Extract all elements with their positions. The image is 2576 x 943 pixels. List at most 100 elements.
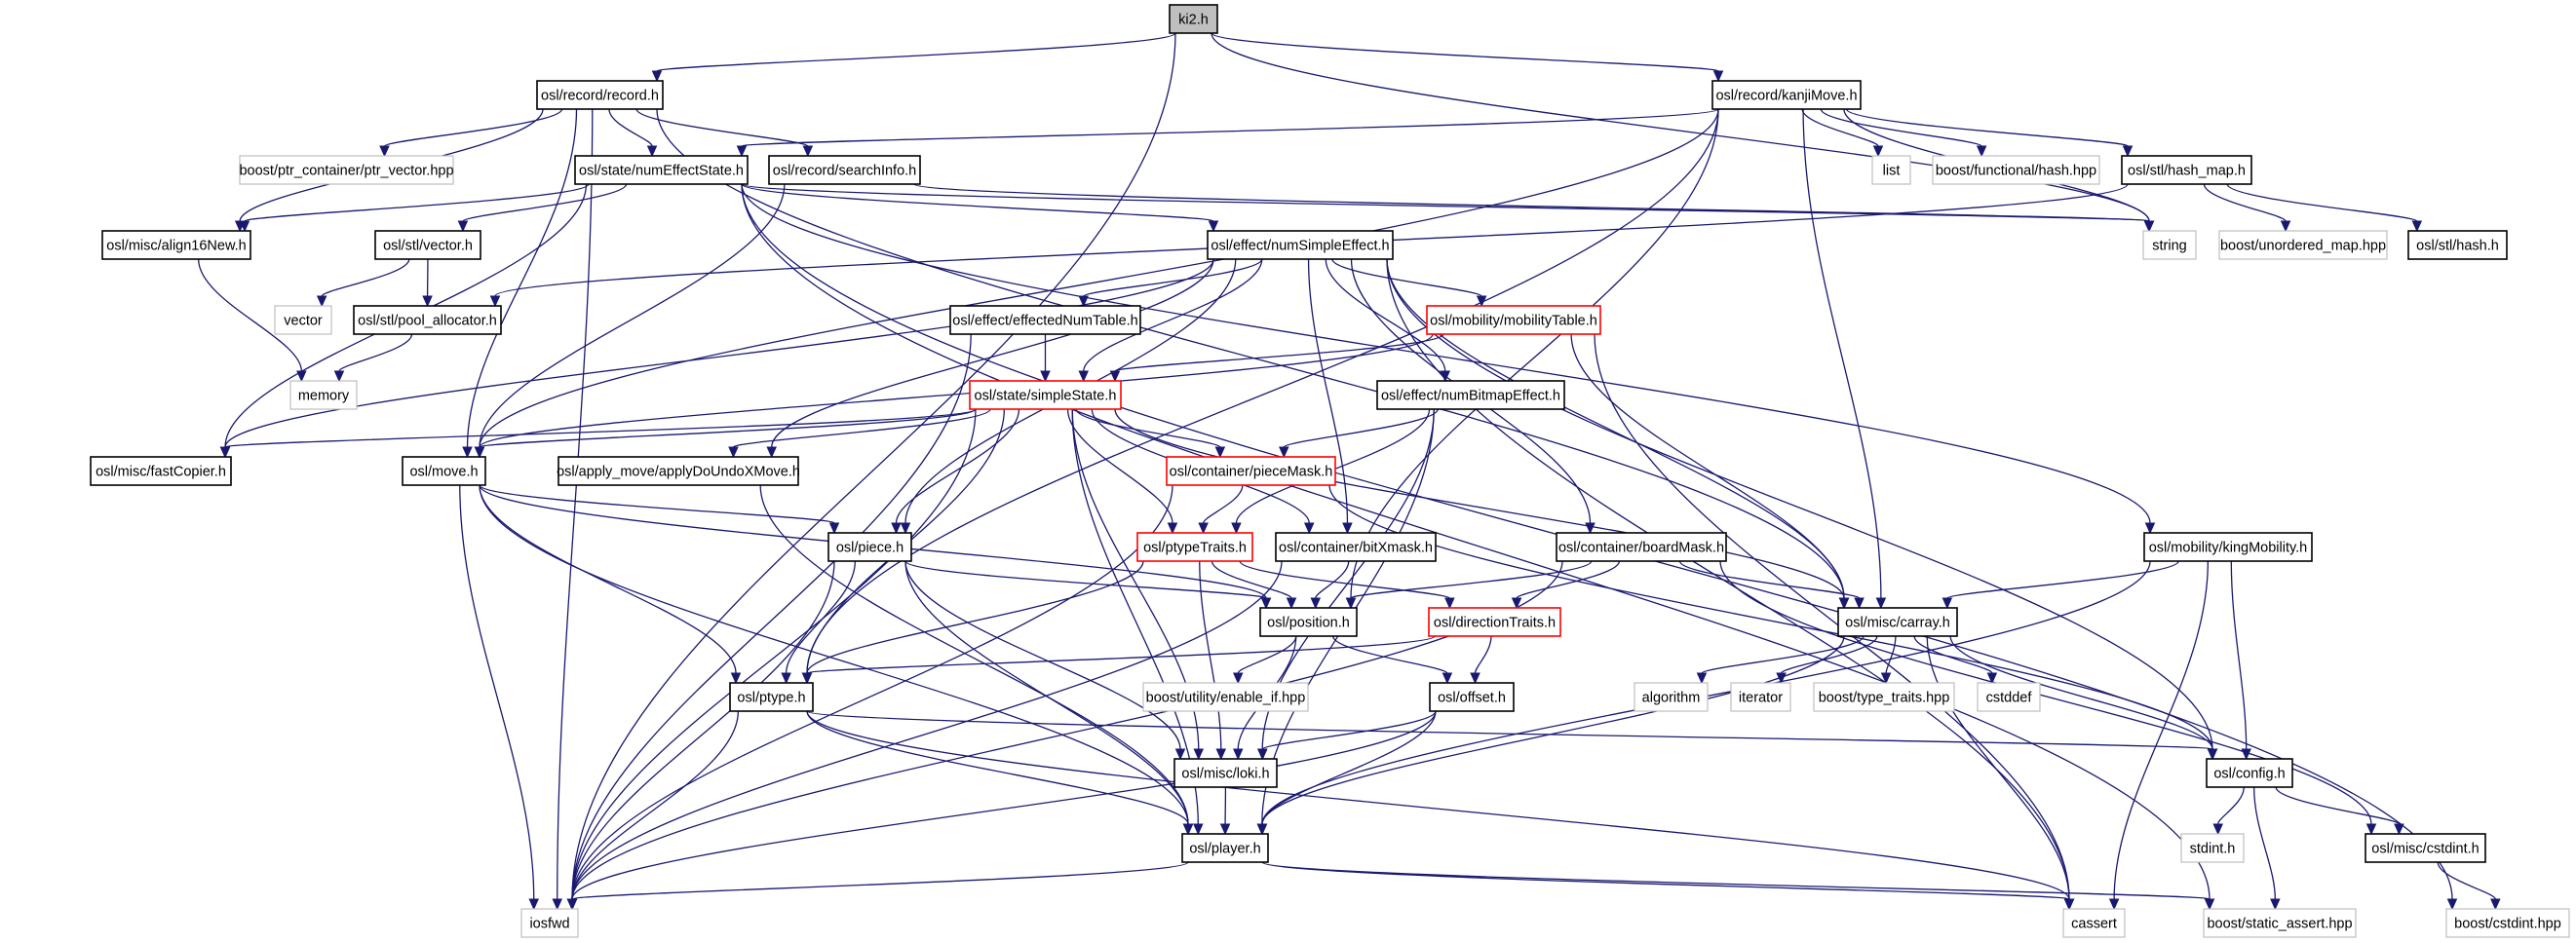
arrowhead-stl_vector-to-vector: [316, 295, 327, 308]
edge-ptype-to-cassert: [806, 710, 2070, 900]
edge-mobilityTable-to-cassert: [1594, 333, 2070, 900]
arrowhead-numEffectState-to-cstdint_hpp: [2446, 898, 2458, 911]
edge-carray-to-iterator: [1780, 635, 1878, 674]
node-simpleState[interactable]: osl/state/simpleState.h: [969, 380, 1122, 410]
edge-numEffectState-to-kingMobility: [741, 183, 2151, 524]
node-box: [2180, 833, 2245, 863]
node-iterator: iterator: [1730, 682, 1791, 712]
edge-numSimpleEffect-to-config: [1386, 258, 2213, 750]
arrowhead-numSimpleEffect-to-simpleState: [1078, 370, 1089, 383]
node-label: boost/utility/enable_if.hpp: [1146, 691, 1306, 706]
edge-piece-to-player: [904, 560, 1189, 825]
edge-hash_map-to-unordered_map: [2203, 183, 2287, 222]
node-directionTraits[interactable]: osl/directionTraits.h: [1428, 607, 1561, 637]
node-label: osl/misc/carray.h: [1845, 616, 1950, 631]
node-move[interactable]: osl/move.h: [402, 456, 486, 486]
node-ki2[interactable]: ki2.h: [1169, 4, 1218, 34]
edge-simpleState-to-piece: [895, 408, 1020, 524]
node-box: [2218, 230, 2388, 260]
node-box: [353, 305, 502, 335]
node-numSimpleEffect[interactable]: osl/effect/numSimpleEffect.h: [1207, 230, 1394, 260]
edge-kanjiMove-to-move: [479, 108, 1719, 448]
arrowhead-ptypeTraits-to-position: [1286, 597, 1297, 610]
node-label: osl/misc/cstdint.h: [2371, 842, 2479, 857]
node-record[interactable]: osl/record/record.h: [536, 80, 664, 110]
node-mobilityTable[interactable]: osl/mobility/mobilityTable.h: [1426, 305, 1601, 335]
node-numEffectState[interactable]: osl/state/numEffectState.h: [574, 155, 749, 185]
node-applyDoUndoXMove[interactable]: osl/apply_move/applyDoUndoXMove.h: [557, 456, 800, 486]
node-stl_vector[interactable]: osl/stl/vector.h: [374, 230, 481, 260]
edge-piece-to-ptype: [786, 560, 856, 674]
node-kingMobility[interactable]: osl/mobility/kingMobility.h: [2143, 532, 2313, 562]
node-label: boost/static_assert.hpp: [2207, 917, 2352, 932]
node-effectedNumTable[interactable]: osl/effect/effectedNumTable.h: [949, 305, 1141, 335]
node-box: [1634, 682, 1709, 712]
edge-ki2-to-iosfwd: [571, 32, 1176, 900]
node-label: osl/container/boardMask.h: [1558, 541, 1724, 556]
node-label: cstddef: [1986, 691, 2033, 706]
node-config[interactable]: osl/config.h: [2206, 758, 2293, 788]
node-searchInfo[interactable]: osl/record/searchInfo.h: [768, 155, 921, 185]
arrowhead-ki2-to-record: [651, 70, 663, 83]
node-loki[interactable]: osl/misc/loki.h: [1173, 758, 1278, 788]
node-box: [520, 908, 579, 938]
node-box: [949, 305, 1141, 335]
arrowhead-pieceMask-to-ptypeTraits: [1198, 522, 1209, 535]
node-static_assert: boost/static_assert.hpp: [2203, 908, 2357, 938]
node-box: [557, 456, 799, 486]
edge-piece-to-position: [904, 560, 1267, 599]
node-label: osl/player.h: [1189, 842, 1260, 857]
node-offset[interactable]: osl/offset.h: [1429, 682, 1515, 712]
node-label: osl/misc/align16New.h: [106, 239, 246, 254]
node-player[interactable]: osl/player.h: [1181, 833, 1269, 863]
node-boardMask[interactable]: osl/container/boardMask.h: [1556, 532, 1727, 562]
node-box: [2407, 230, 2508, 260]
arrowhead-record-to-iosfwd: [552, 898, 562, 911]
arrowhead-kingMobility-to-cassert: [2108, 898, 2120, 911]
node-carray[interactable]: osl/misc/carray.h: [1837, 607, 1958, 637]
arrowhead-boardMask-to-misc_cstdint: [2365, 823, 2377, 836]
node-box: [374, 230, 481, 260]
node-ptypeTraits[interactable]: osl/ptypeTraits.h: [1136, 532, 1253, 562]
node-hash_h[interactable]: osl/stl/hash.h: [2407, 230, 2508, 260]
arrowhead-simpleState-to-piece: [891, 522, 902, 535]
node-label: osl/state/simpleState.h: [975, 389, 1117, 404]
edge-kanjiMove-to-carray: [1802, 108, 1882, 599]
arrowhead-piece-to-ptype: [781, 672, 791, 685]
node-label: osl/piece.h: [836, 541, 904, 556]
edge-simpleState-to-carray: [1114, 408, 1845, 599]
node-bitXmask[interactable]: osl/container/bitXmask.h: [1275, 532, 1437, 562]
arrowhead-position-to-offset: [1442, 672, 1453, 685]
node-fastCopier[interactable]: osl/misc/fastCopier.h: [90, 456, 232, 486]
edge-boardMask-to-directionTraits: [1516, 560, 1621, 599]
node-pool_allocator[interactable]: osl/stl/pool_allocator.h: [353, 305, 502, 335]
node-label: boost/cstdint.hpp: [2454, 917, 2561, 932]
node-align16New[interactable]: osl/misc/align16New.h: [101, 230, 251, 260]
node-label: osl/effect/numBitmapEffect.h: [1381, 389, 1560, 404]
edge-record-to-numEffectState: [608, 108, 653, 147]
node-pieceMask[interactable]: osl/container/pieceMask.h: [1166, 456, 1336, 486]
edge-stl_vector-to-vector: [321, 258, 410, 297]
node-misc_cstdint[interactable]: osl/misc/cstdint.h: [2365, 833, 2486, 863]
edge-directionTraits-to-offset: [1474, 635, 1492, 674]
node-box: [1207, 230, 1394, 260]
node-position[interactable]: osl/position.h: [1259, 607, 1358, 637]
arrowhead-player-to-iosfwd: [566, 898, 578, 911]
node-box: [729, 682, 814, 712]
node-label: osl/effect/numSimpleEffect.h: [1211, 239, 1389, 254]
edge-numSimpleEffect-to-mobilityTable: [1331, 258, 1482, 297]
node-hash_map[interactable]: osl/stl/hash_map.h: [2121, 155, 2252, 185]
node-kanjiMove[interactable]: osl/record/kanjiMove.h: [1711, 80, 1862, 110]
arrowhead-ptype-to-player: [1182, 823, 1194, 836]
node-numBitmapEffect[interactable]: osl/effect/numBitmapEffect.h: [1376, 380, 1565, 410]
edge-boardMask-to-misc_cstdint: [1719, 560, 2372, 825]
arrowhead-boardMask-to-position: [1345, 597, 1357, 610]
node-box: [1977, 682, 2041, 712]
edge-ki2-to-string: [1211, 32, 2150, 222]
edge-kingMobility-to-carray: [1946, 560, 2179, 599]
node-label: osl/effect/effectedNumTable.h: [952, 314, 1138, 329]
node-piece[interactable]: osl/piece.h: [827, 532, 912, 562]
node-label: osl/mobility/mobilityTable.h: [1430, 314, 1597, 329]
node-ptype[interactable]: osl/ptype.h: [729, 682, 814, 712]
node-cassert: cassert: [2062, 908, 2126, 938]
